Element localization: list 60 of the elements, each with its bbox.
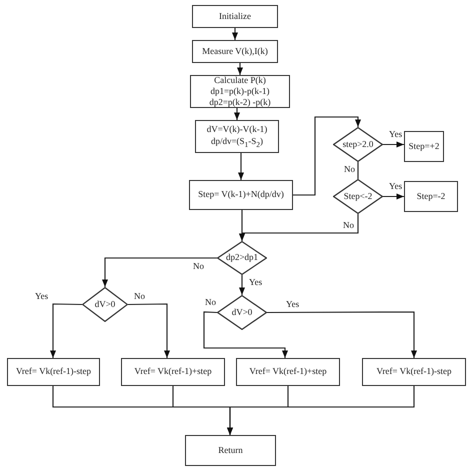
step-text: Vref= Vk(ref-1)+step xyxy=(133,366,213,378)
process-box xyxy=(121,358,225,386)
step-text: Step= V(k-1)+N(dp/dv) xyxy=(197,189,285,201)
arrow xyxy=(203,311,288,358)
edge-label: No xyxy=(342,221,355,231)
arrow xyxy=(50,303,82,358)
step-text: Vref= Vk(ref-1)-step xyxy=(14,366,92,378)
process-box xyxy=(362,358,466,386)
arrow xyxy=(267,311,418,358)
edge-label: Yes xyxy=(285,300,300,310)
edge-label: No xyxy=(192,262,205,272)
arrow xyxy=(232,28,238,40)
arrow xyxy=(383,193,404,200)
decision-diamond xyxy=(217,241,267,275)
process-box xyxy=(404,131,444,162)
process-box xyxy=(189,180,293,210)
step-text: Calculate P(k) dp1=p(k)-p(k-1) dp2=p(k-2) -p(k) xyxy=(208,74,272,108)
edge-label: Yes xyxy=(388,130,404,140)
condition-text: dV>0 xyxy=(94,298,116,310)
arrow xyxy=(238,275,246,295)
process-box xyxy=(195,120,279,153)
step-text: Step=-2 xyxy=(416,190,446,202)
condition-text: Step<-2 xyxy=(342,190,374,202)
decision-diamond xyxy=(217,295,267,330)
process-box xyxy=(236,358,340,386)
arrow xyxy=(238,210,246,241)
step-text: dV=V(k)-V(k-1) dp/dv=(S$_{1}$-S$_{2}$) xyxy=(206,124,268,149)
connector-line xyxy=(357,162,359,179)
edge-label: Yes xyxy=(248,278,264,288)
edge-label: No xyxy=(343,165,356,175)
process-box xyxy=(185,435,276,466)
step-text: Measure V(k),I(k) xyxy=(201,46,269,58)
step-text: Vref= Vk(ref-1)+step xyxy=(248,366,328,378)
decision-diamond xyxy=(333,127,383,162)
process-box xyxy=(192,40,278,63)
arrow xyxy=(226,386,415,435)
edge-label: Yes xyxy=(34,292,50,302)
process-box xyxy=(192,5,278,28)
edge-label: Yes xyxy=(388,182,404,192)
process-box xyxy=(7,358,100,386)
step-text: Initialize xyxy=(218,10,252,22)
condition-text: dp2>dp1 xyxy=(224,252,260,264)
arrow xyxy=(234,108,240,120)
decision-diamond xyxy=(333,179,383,214)
arrow xyxy=(236,63,244,75)
process-box xyxy=(190,75,290,108)
arrow xyxy=(383,141,404,148)
arrow xyxy=(128,303,170,358)
process-box xyxy=(404,181,458,212)
step-text: Return xyxy=(217,444,244,456)
decision-diamond xyxy=(82,287,128,322)
arrow xyxy=(102,257,217,287)
edge-label: No xyxy=(204,298,217,308)
step-text: Vref= Vk(ref-1)-step xyxy=(375,366,453,378)
edge-label: No xyxy=(133,292,146,302)
arrow xyxy=(238,153,244,180)
condition-text: dV>0 xyxy=(230,306,254,318)
arrow xyxy=(293,116,362,196)
step-text: Step=+2 xyxy=(408,140,440,152)
condition-text: step>2.0 xyxy=(342,138,374,150)
